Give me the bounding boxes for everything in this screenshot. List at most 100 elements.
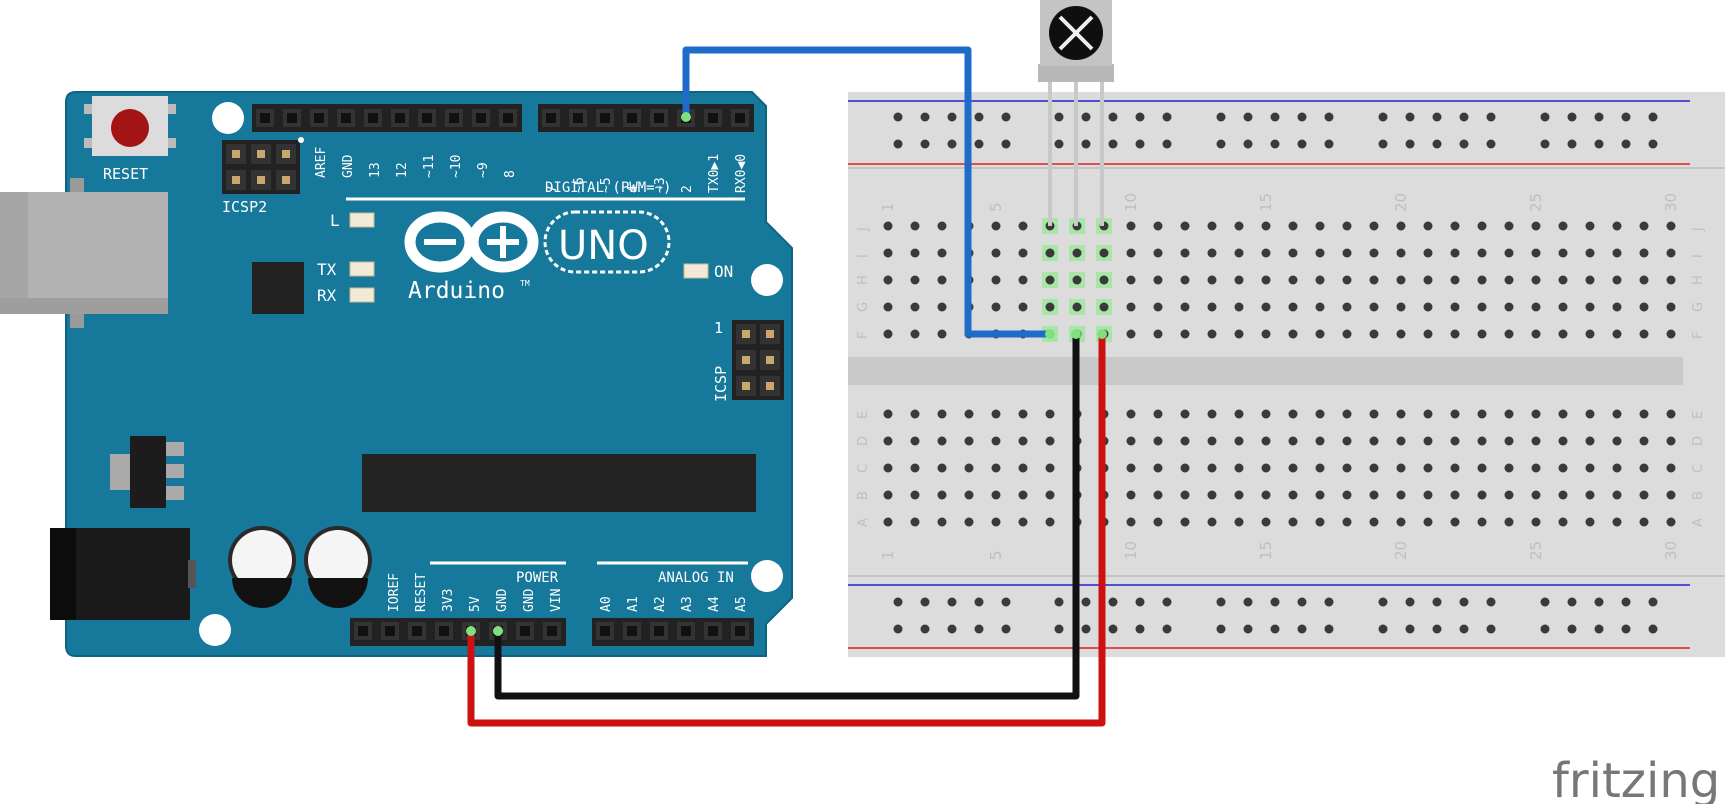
breadboard-hole [883, 463, 893, 473]
breadboard-hole [883, 221, 893, 231]
breadboard-hole [1369, 490, 1379, 500]
digital-pin [283, 109, 301, 127]
breadboard-hole [1369, 302, 1379, 312]
rail-hole [1108, 139, 1118, 149]
column-number-bottom: 20 [1392, 541, 1410, 560]
reset-label: RESET [103, 165, 148, 183]
rail-hole [893, 624, 903, 634]
digital-pin [542, 109, 560, 127]
mounting-hole [199, 614, 231, 646]
breadboard-hole [1288, 490, 1298, 500]
breadboard-hole [1450, 463, 1460, 473]
breadboard-hole [1369, 409, 1379, 419]
row-letter-left: H [856, 275, 871, 285]
breadboard-hole [1423, 275, 1433, 285]
arduino-infinity-logo [404, 211, 539, 273]
breadboard-hole [1234, 275, 1244, 285]
breadboard-hole [1396, 302, 1406, 312]
breadboard-hole [1666, 275, 1676, 285]
rail-hole [974, 597, 984, 607]
rail-hole [1594, 139, 1604, 149]
rail-hole [1108, 112, 1118, 122]
rail-hole [1270, 139, 1280, 149]
breadboard-hole [1504, 302, 1514, 312]
wire-power [467, 334, 1106, 727]
breadboard-hole [937, 490, 947, 500]
breadboard-hole [883, 275, 893, 285]
row-letter-left: J [856, 227, 871, 232]
breadboard-hole [1612, 463, 1622, 473]
rail-hole [1486, 624, 1496, 634]
digital-pin [596, 109, 614, 127]
rail-hole [1405, 624, 1415, 634]
breadboard-hole [1558, 463, 1568, 473]
digital-pin [310, 109, 328, 127]
breadboard-hole [1018, 409, 1028, 419]
breadboard-hole [1477, 248, 1487, 258]
breadboard-hole [1477, 409, 1487, 419]
breadboard-hole [1045, 248, 1055, 258]
breadboard-hole [1207, 463, 1217, 473]
breadboard-hole [1288, 436, 1298, 446]
row-letter-right: D [1691, 436, 1706, 446]
breadboard-hole [1477, 517, 1487, 527]
breadboard-hole [1153, 329, 1163, 339]
digital-pin [731, 109, 749, 127]
digital-pin-label: 12 [395, 162, 410, 178]
breadboard-hole [1450, 221, 1460, 231]
breadboard-hole [1234, 221, 1244, 231]
power-label: POWER [516, 570, 559, 586]
breadboard-hole [1261, 490, 1271, 500]
breadboard-hole [1315, 409, 1325, 419]
breadboard-hole [1288, 221, 1298, 231]
breadboard-hole [910, 517, 920, 527]
breadboard-hole [1504, 463, 1514, 473]
rail-hole [1378, 597, 1388, 607]
breadboard-hole [1585, 409, 1595, 419]
breadboard-hole [1180, 517, 1190, 527]
breadboard-hole [1315, 275, 1325, 285]
breadboard-hole [1477, 490, 1487, 500]
breadboard-hole [1666, 302, 1676, 312]
power-pin-label: VIN [549, 589, 564, 612]
breadboard-hole [1450, 436, 1460, 446]
breadboard-hole [1585, 517, 1595, 527]
breadboard-hole [1342, 221, 1352, 231]
breadboard-hole [1612, 409, 1622, 419]
breadboard-hole [1342, 302, 1352, 312]
breadboard-hole [1639, 517, 1649, 527]
breadboard-hole [1423, 221, 1433, 231]
breadboard-center-channel [848, 357, 1683, 385]
led-tx-label: TX [317, 260, 337, 279]
breadboard-hole [1126, 302, 1136, 312]
capacitor-1 [228, 526, 296, 608]
breadboard-hole [1180, 221, 1190, 231]
led-rx [349, 287, 375, 303]
breadboard-hole [1396, 409, 1406, 419]
power-pin-label: RESET [414, 573, 429, 612]
breadboard-hole [1207, 517, 1217, 527]
reset-button[interactable] [84, 96, 176, 156]
breadboard-hole [1450, 248, 1460, 258]
breadboard-hole [1207, 302, 1217, 312]
rail-hole [1567, 112, 1577, 122]
breadboard-hole [1531, 302, 1541, 312]
digital-pin [391, 109, 409, 127]
rail-hole [1216, 624, 1226, 634]
rail-hole [1540, 597, 1550, 607]
breadboard-hole [1261, 463, 1271, 473]
led-l [349, 212, 375, 228]
rail-hole [1621, 139, 1631, 149]
column-number-top: 25 [1527, 193, 1545, 212]
analog-pin-label: A5 [734, 596, 749, 612]
breadboard-hole [1612, 517, 1622, 527]
breadboard-hole [1666, 248, 1676, 258]
usb-port-icon [0, 178, 168, 328]
power-pin-label: 3V3 [441, 589, 456, 612]
breadboard-hole [910, 248, 920, 258]
analog-pin-label: A4 [707, 596, 722, 612]
breadboard-hole [1369, 517, 1379, 527]
rail-hole [1216, 139, 1226, 149]
breadboard-hole [1153, 221, 1163, 231]
